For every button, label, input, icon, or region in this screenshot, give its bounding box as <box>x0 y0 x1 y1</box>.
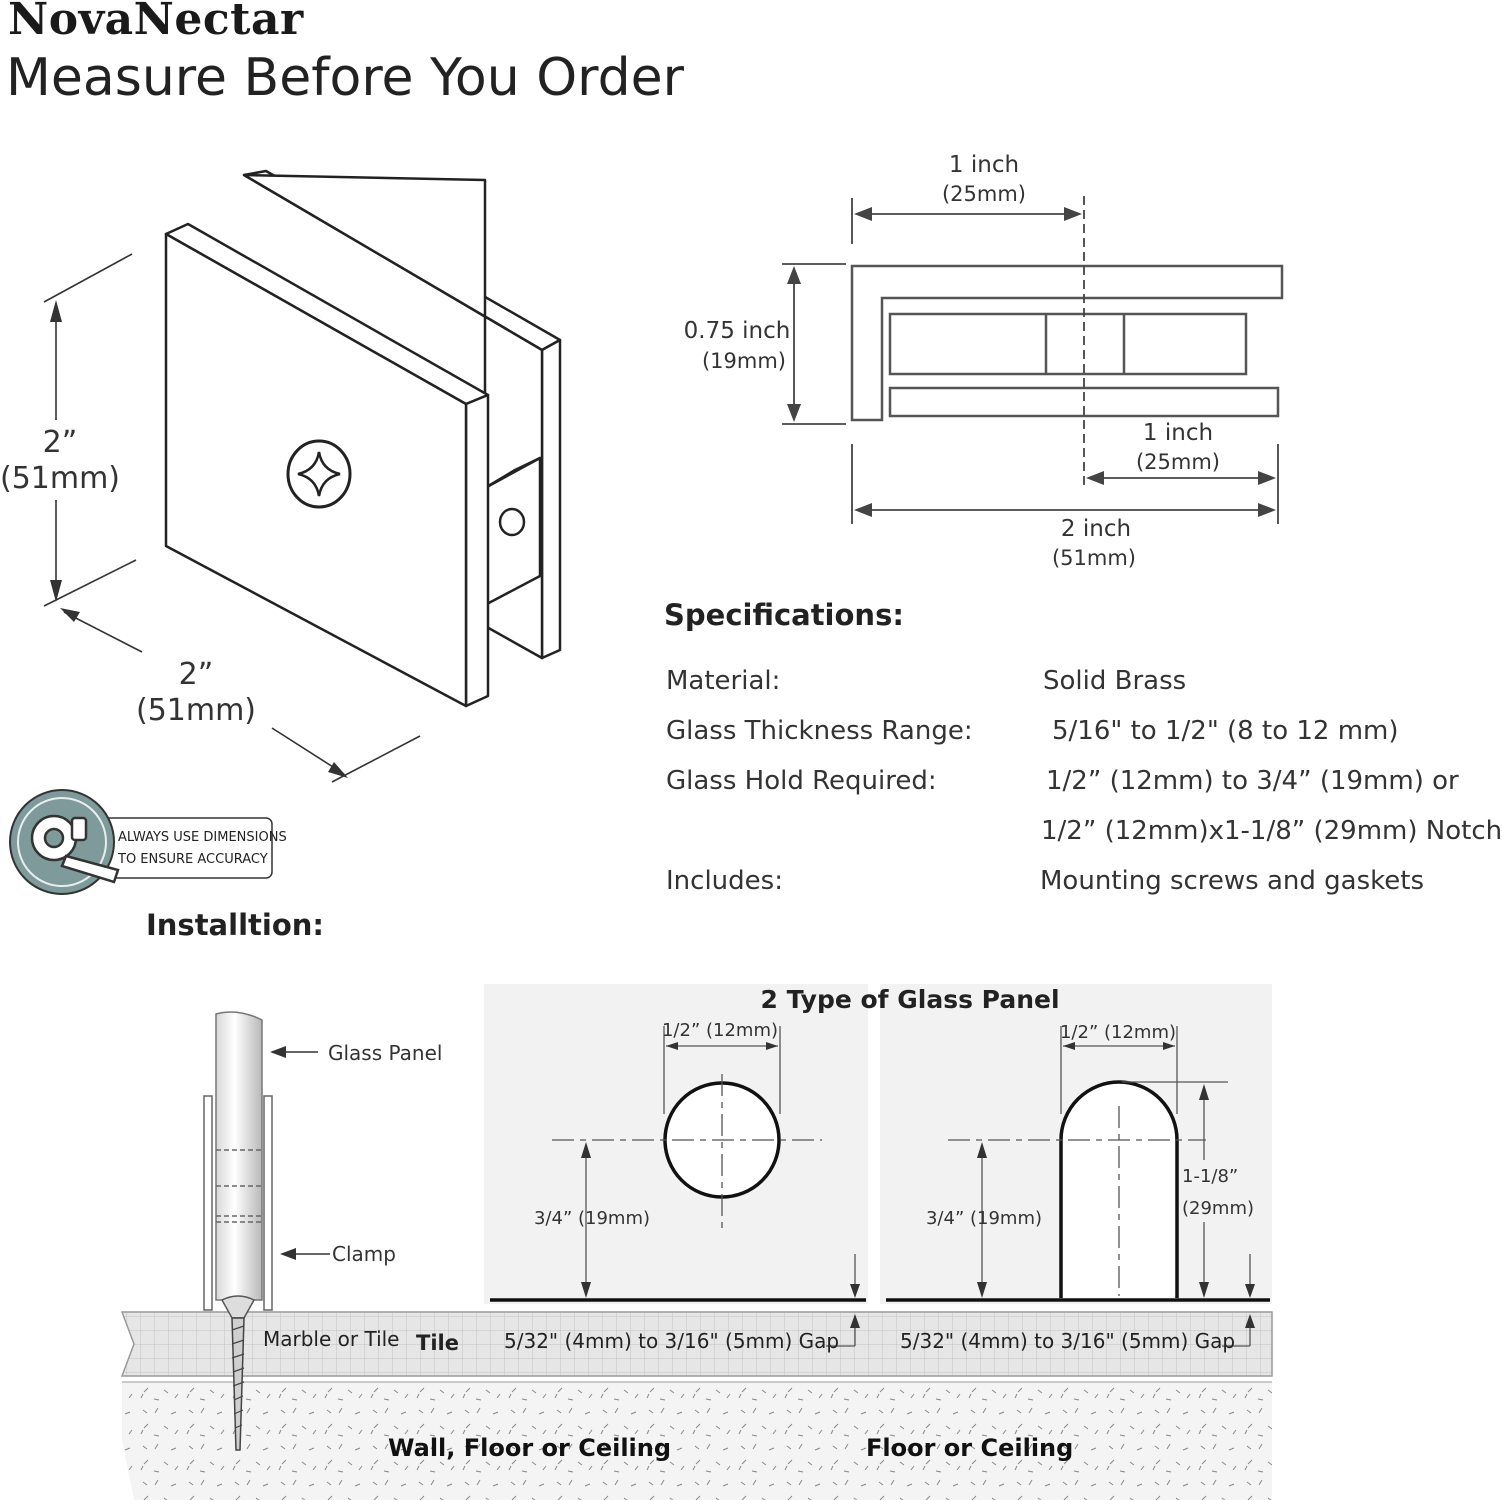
width-mm-label: (51mm) <box>136 693 256 728</box>
hole-width-label: 1/2” (12mm) <box>662 1020 778 1041</box>
tape-measure-icon <box>30 814 120 884</box>
spec-label-includes: Includes: <box>666 866 783 896</box>
glass-panel-label: Glass Panel <box>328 1041 442 1065</box>
panel-types-title: 2 Type of Glass Panel <box>760 985 1059 1014</box>
spec-label-glass-hold: Glass Hold Required: <box>666 766 937 796</box>
thickness-inch-label: 0.75 inch <box>684 318 791 344</box>
brand-logo-text: NovaNectar <box>8 0 304 45</box>
base-label-right: Floor or Ceiling <box>866 1434 1073 1462</box>
notch-height-label: 3/4” (19mm) <box>926 1208 1042 1229</box>
spec-value-includes: Mounting screws and gaskets <box>1040 866 1425 896</box>
right-width-inch-label: 1 inch <box>1143 420 1213 446</box>
gap-label-left: 5/32" (4mm) to 3/16" (5mm) Gap <box>504 1329 839 1353</box>
round-hole-drawing: 1/2” (12mm) 3/4” (19mm) <box>534 1020 860 1347</box>
notch-width-label: 1/2” (12mm) <box>1060 1022 1176 1043</box>
marble-tile-label: Marble or Tile <box>263 1327 399 1351</box>
installation-title: Installtion: <box>146 908 324 942</box>
total-width-inch-label: 2 inch <box>1061 516 1131 542</box>
notch-length-label: 1-1/8” <box>1182 1166 1238 1187</box>
total-width-mm-label: (51mm) <box>1052 546 1136 570</box>
spec-value-thickness: 5/16" to 1/2" (8 to 12 mm) <box>1052 716 1399 746</box>
anchor-screw-icon <box>220 1295 256 1451</box>
spec-value-glass-hold-notch: 1/2” (12mm)x1-1/8” (29mm) Notch <box>1041 816 1502 846</box>
clamp-side-view-drawing: 1 inch (25mm) 0.75 inch (19mm) 1 inch (2… <box>684 152 1284 570</box>
accuracy-badge: ALWAYS USE DIMENSIONS TO ENSURE ACCURACY <box>9 789 287 895</box>
substrate-layer <box>122 1382 1272 1500</box>
installation-diagram: Glass Panel Clamp Marble or Tile Tile 2 … <box>120 984 1273 1500</box>
spec-value-material: Solid Brass <box>1043 666 1187 696</box>
clamp-label: Clamp <box>332 1242 396 1266</box>
screw-head-icon <box>286 439 352 509</box>
tile-label: Tile <box>416 1331 459 1355</box>
hole-height-label: 3/4” (19mm) <box>534 1208 650 1229</box>
glass-panel-illustration <box>215 1011 263 1301</box>
base-label-left: Wall, Floor or Ceiling <box>388 1434 671 1462</box>
badge-line-2: TO ENSURE ACCURACY <box>117 852 268 867</box>
clamp-illustration <box>203 1095 273 1311</box>
badge-line-1: ALWAYS USE DIMENSIONS <box>118 830 287 845</box>
height-inch-label: 2” <box>43 425 78 460</box>
tile-layer <box>120 1311 1273 1377</box>
spec-label-thickness: Glass Thickness Range: <box>666 716 973 746</box>
width-inch-label: 2” <box>179 657 214 692</box>
connector-hole-icon <box>498 507 526 537</box>
top-width-mm-label: (25mm) <box>942 182 1026 206</box>
clamp-isometric-drawing: 2” (51mm) 2” (51mm) <box>0 169 562 783</box>
right-width-mm-label: (25mm) <box>1136 450 1220 474</box>
height-mm-label: (51mm) <box>0 461 120 496</box>
notch-length-mm-label: (29mm) <box>1182 1198 1254 1219</box>
spec-label-material: Material: <box>666 666 781 696</box>
notch-drawing: 1/2” (12mm) 3/4” (19mm) 1-1/8” (29mm) <box>926 1022 1255 1347</box>
thickness-mm-label: (19mm) <box>702 349 786 373</box>
spec-value-glass-hold: 1/2” (12mm) to 3/4” (19mm) or <box>1046 766 1459 796</box>
top-width-inch-label: 1 inch <box>949 152 1019 178</box>
specifications-title: Specifications: <box>664 598 904 632</box>
gap-label-right: 5/32" (4mm) to 3/16" (5mm) Gap <box>900 1329 1235 1353</box>
page-headline: Measure Before You Order <box>6 48 685 108</box>
